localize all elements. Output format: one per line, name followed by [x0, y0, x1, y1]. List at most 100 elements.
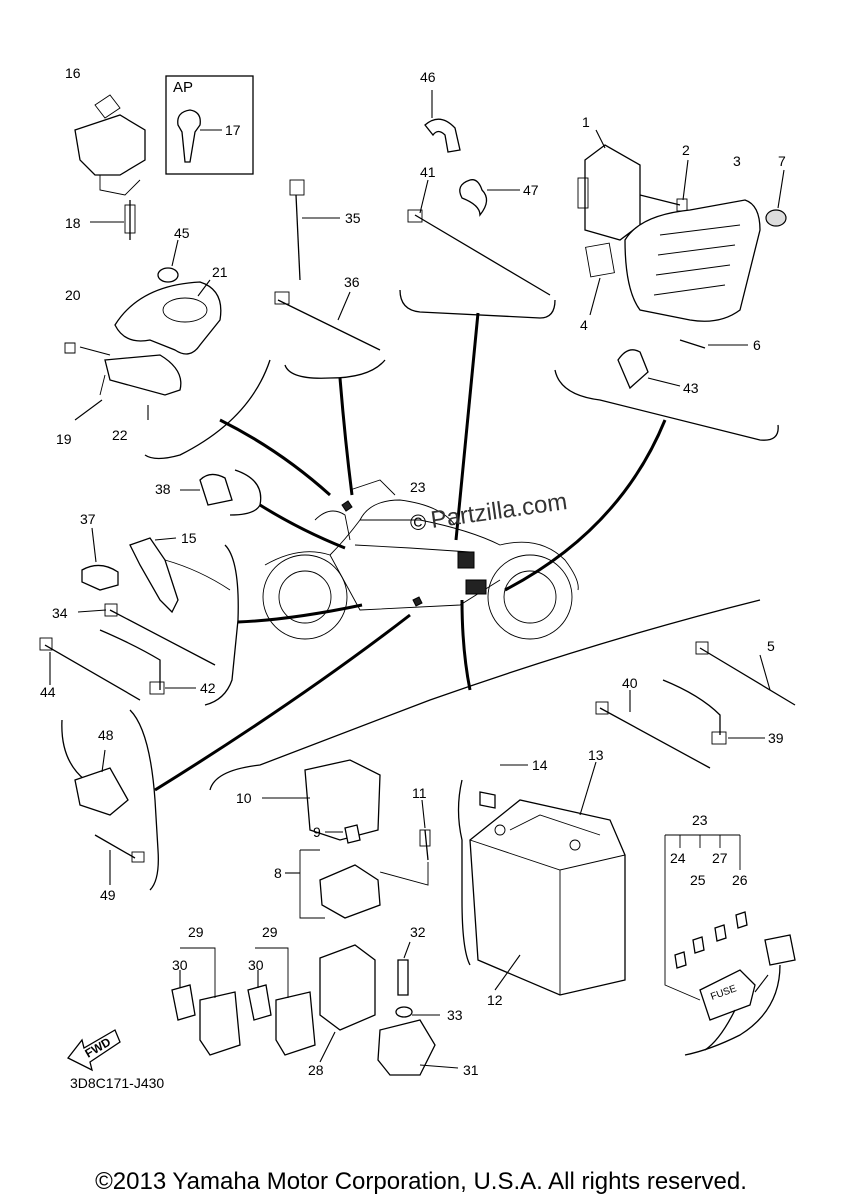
- connector-30b-icon: [247, 984, 272, 1021]
- callout-43: 43: [683, 380, 699, 396]
- bracket-31-icon: [377, 1019, 436, 1076]
- relay-29a-icon: [199, 991, 241, 1056]
- cable-ties-41-46-47: [407, 90, 551, 296]
- callout-2: 2: [682, 142, 690, 158]
- bolt-32-icon: [397, 959, 409, 996]
- callout-15: 15: [181, 530, 197, 546]
- callout-8: 8: [274, 865, 282, 881]
- callout-29a: 29: [188, 924, 204, 940]
- callout-4: 4: [580, 317, 588, 333]
- main-switch-icon: [74, 114, 146, 176]
- callout-30a: 30: [172, 957, 188, 973]
- key-icon: [177, 109, 201, 163]
- relay-48-icon: [74, 767, 129, 816]
- callout-34: 34: [52, 605, 68, 621]
- fuse-box-icon: [699, 969, 756, 1021]
- callout-45: 45: [174, 225, 190, 241]
- grommet-7-icon: [765, 209, 787, 227]
- callout-14: 14: [532, 757, 548, 773]
- clamp-46-icon: [424, 118, 461, 153]
- callout-18: 18: [65, 215, 81, 231]
- clamp-47-icon: [459, 179, 488, 217]
- callout-37: 37: [80, 511, 96, 527]
- callout-3: 3: [733, 153, 741, 169]
- callout-29b: 29: [262, 924, 278, 940]
- callout-7: 7: [778, 153, 786, 169]
- bracket-icon: [104, 354, 182, 396]
- callout-21: 21: [212, 264, 228, 280]
- callout-35: 35: [345, 210, 361, 226]
- callout-25: 25: [690, 872, 706, 888]
- relay-29b-icon: [275, 991, 316, 1056]
- callout-38: 38: [155, 481, 171, 497]
- callout-28: 28: [308, 1062, 324, 1078]
- callout-44: 44: [40, 684, 56, 700]
- fwd-arrow-icon: [67, 1029, 121, 1072]
- cover-10-icon: [304, 759, 381, 841]
- ap-label: AP: [173, 79, 193, 96]
- callout-41: 41: [420, 164, 436, 180]
- starter-relay-icon: [319, 864, 381, 919]
- callout-5: 5: [767, 638, 775, 654]
- callout-33: 33: [447, 1007, 463, 1023]
- callout-20: 20: [65, 287, 81, 303]
- callout-42: 42: [200, 680, 216, 696]
- callout-47: 47: [523, 182, 539, 198]
- clamp-37-icon: [81, 564, 119, 591]
- washer-33-icon: [395, 1006, 413, 1018]
- callout-23-fusebox: 23: [692, 812, 708, 828]
- grommet-icon: [157, 267, 179, 283]
- callout-26: 26: [732, 872, 748, 888]
- callout-36: 36: [344, 274, 360, 290]
- sensor-15-icon: [129, 537, 179, 614]
- callout-24: 24: [670, 850, 686, 866]
- diagram-code: 3D8C171-J430: [70, 1075, 164, 1091]
- callout-9: 9: [313, 824, 321, 840]
- callout-16: 16: [65, 65, 81, 81]
- rectifier-regulator-icon: [584, 144, 641, 241]
- tank-cover-group: [64, 239, 222, 421]
- group-boundaries: [129, 289, 779, 891]
- callout-19: 19: [56, 431, 72, 447]
- callout-12: 12: [487, 992, 503, 1008]
- callout-27: 27: [712, 850, 728, 866]
- callout-40: 40: [622, 675, 638, 691]
- copyright-notice: ©2013 Yamaha Motor Corporation, U.S.A. A…: [95, 1168, 747, 1195]
- callout-39: 39: [768, 730, 784, 746]
- relay-28-icon: [319, 944, 376, 1031]
- fwd-arrow: FWD: [67, 1029, 121, 1072]
- callout-1: 1: [582, 114, 590, 130]
- rectifier-cover-icon: [624, 199, 761, 322]
- ap-box: [165, 75, 254, 175]
- callout-labels: 1 2 3 4 5 6 7 8 9 10 11 12 13 14 15 16 1…: [40, 65, 786, 1078]
- callout-31: 31: [463, 1062, 479, 1078]
- callout-49: 49: [100, 887, 116, 903]
- watermark-symbol: ©: [410, 510, 426, 535]
- clamp-38-icon: [199, 473, 233, 506]
- connector-30a-icon: [171, 984, 196, 1021]
- clamp-43-icon: [617, 349, 649, 390]
- fuse-9-icon: [344, 824, 361, 844]
- left-middle-parts: [39, 473, 233, 701]
- callout-22: 22: [112, 427, 128, 443]
- callout-32: 32: [410, 924, 426, 940]
- callout-23-harness: 23: [410, 479, 426, 495]
- horn-group: [61, 719, 145, 885]
- cable-ties-35-36: [274, 179, 381, 351]
- watermark-text: Partzilla.com: [429, 488, 569, 534]
- battery-icon: [469, 799, 626, 996]
- callout-11: 11: [412, 785, 427, 801]
- callout-46: 46: [420, 69, 436, 85]
- callout-13: 13: [588, 747, 604, 763]
- callout-17: 17: [225, 122, 241, 138]
- callout-30b: 30: [248, 957, 264, 973]
- callout-48: 48: [98, 727, 114, 743]
- fuse-location-marker: [465, 579, 487, 595]
- fuse-connector-icon: [764, 934, 796, 966]
- callout-10: 10: [236, 790, 252, 806]
- battery-location-marker: [457, 551, 475, 569]
- main-switch-group: AP: [74, 75, 254, 240]
- cable-ties-right: [595, 641, 796, 769]
- lower-parts: FUSE: [171, 759, 796, 1076]
